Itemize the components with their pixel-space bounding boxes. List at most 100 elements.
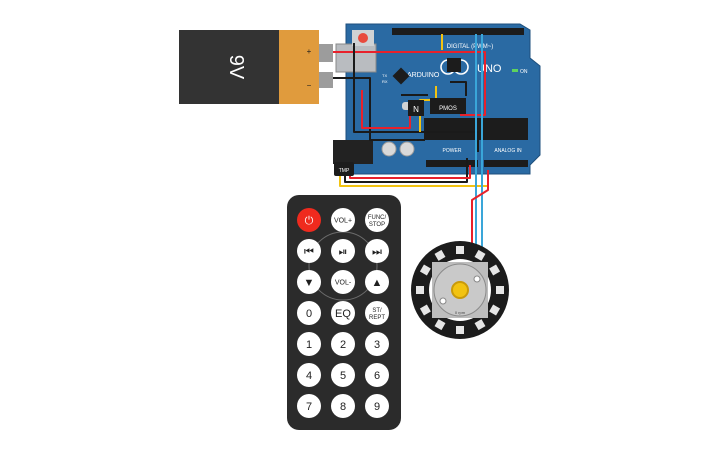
battery-body: [179, 30, 279, 104]
remote-button-label: 1: [306, 339, 312, 351]
ir-remote[interactable]: ⏻ VOL+ FUNC/STOP ⏮ ⏯ ⏭ ▼ VOL- ▲ 0 EQ ST/REPT 1 2 3 4 5 6 7…: [287, 195, 401, 430]
ring-led: [434, 249, 446, 261]
remote-button-circle: [365, 363, 389, 387]
wire-red-motor[interactable]: [471, 170, 489, 262]
ring-leds: [416, 246, 504, 334]
remote-button-st-rept[interactable]: ST/REPT: [365, 301, 389, 325]
ring-led: [489, 304, 501, 316]
remote-button-circle: [331, 239, 355, 263]
ring-led: [456, 326, 464, 334]
pmos-label: PMOS: [439, 106, 457, 112]
ring-led: [416, 286, 424, 294]
remote-button-five[interactable]: 5: [331, 363, 355, 387]
reset-button[interactable]: [358, 33, 368, 43]
digital-header-pins: [392, 28, 524, 35]
remote-button-two[interactable]: 2: [331, 332, 355, 356]
on-led-label: ON: [520, 69, 528, 75]
remote-button-label: 7: [306, 401, 312, 413]
battery-terminal-minus: [319, 72, 333, 88]
remote-button-down[interactable]: ▼: [297, 270, 321, 294]
remote-button-circle: [297, 363, 321, 387]
pmos-transistor[interactable]: PMOS: [430, 98, 466, 114]
remote-button-circle: [297, 394, 321, 418]
remote-button-seven[interactable]: 7: [297, 394, 321, 418]
ring-led: [474, 319, 486, 331]
capacitor-1: [381, 141, 397, 157]
ring-led: [434, 319, 446, 331]
remote-button-label: 6: [374, 370, 380, 382]
tx-label: TX: [382, 73, 387, 78]
remote-button-label: 3: [374, 339, 380, 351]
remote-button-eight[interactable]: 8: [331, 394, 355, 418]
remote-button-circle: [365, 239, 389, 263]
remote-button-prev[interactable]: ⏮: [297, 239, 321, 263]
remote-button-nine[interactable]: 9: [365, 394, 389, 418]
wire-black-battery[interactable]: [333, 77, 425, 141]
remote-button-label: EQ: [335, 308, 351, 320]
dc-motor[interactable]: 0 rpm: [432, 262, 488, 318]
remote-button-label: 2: [340, 339, 346, 351]
remote-button-next[interactable]: ⏭: [365, 239, 389, 263]
battery-terminal-plus: [319, 44, 333, 62]
remote-button-one[interactable]: 1: [297, 332, 321, 356]
remote-button-label: REPT: [369, 315, 385, 321]
board-ic-small: [447, 58, 461, 72]
remote-button-eq[interactable]: EQ: [331, 301, 355, 325]
remote-button-circle: [365, 270, 389, 294]
remote-button-vol-down[interactable]: VOL-: [331, 270, 355, 294]
power-header-label: POWER: [443, 148, 462, 154]
motor-screw-1: [439, 297, 447, 305]
nmos-transistor[interactable]: N: [408, 100, 424, 116]
remote-button-label: VOL-: [335, 280, 352, 287]
remote-button-play-pause[interactable]: ⏯: [331, 239, 355, 263]
usb-connector: [335, 43, 377, 73]
remote-button-circle: [365, 332, 389, 356]
ring-led: [419, 264, 431, 276]
remote-button-three[interactable]: 3: [365, 332, 389, 356]
remote-button-vol-up[interactable]: VOL+: [331, 208, 355, 232]
remote-button-circle: [297, 239, 321, 263]
remote-button-label: ▼: [304, 277, 315, 289]
remote-button-circle: [331, 394, 355, 418]
remote-button-zero[interactable]: 0: [297, 301, 321, 325]
remote-button-circle: [331, 301, 355, 325]
power-jack: [333, 140, 373, 164]
capacitor-2: [399, 141, 415, 157]
wire-black-loop[interactable]: [353, 43, 479, 152]
temperature-sensor[interactable]: TMP: [334, 162, 354, 176]
wire-red-battery[interactable]: [333, 51, 486, 116]
sensor-label: TMP: [339, 168, 350, 174]
arduino-brand: ARDUINO: [407, 72, 440, 79]
battery-cap: [279, 30, 319, 104]
remote-button-up[interactable]: ▲: [365, 270, 389, 294]
ring-led: [489, 264, 501, 276]
remote-button-six[interactable]: 6: [365, 363, 389, 387]
wire-black-ic[interactable]: [450, 81, 467, 96]
remote-button-four[interactable]: 4: [297, 363, 321, 387]
motor-rpm-label: 0 rpm: [455, 310, 466, 315]
remote-button-label: ⏮: [304, 246, 314, 258]
ring-led: [496, 286, 504, 294]
remote-button-circle: [331, 270, 355, 294]
on-led: [512, 69, 518, 72]
remote-button-circle: [297, 270, 321, 294]
remote-button-label: ST/: [372, 308, 382, 314]
ring-led: [456, 246, 464, 254]
remote-button-label: 4: [306, 370, 312, 382]
remote-button-label: STOP: [369, 222, 385, 228]
ring-led: [419, 304, 431, 316]
power-header-pins: [426, 160, 478, 167]
rx-label: RX: [382, 79, 388, 84]
motor-shaft: [451, 281, 469, 299]
battery-9v[interactable]: 9V + −: [179, 30, 333, 104]
nmos-body: [408, 100, 424, 116]
remote-button-func-stop[interactable]: FUNC/STOP: [365, 208, 389, 232]
remote-buttons: ⏻ VOL+ FUNC/STOP ⏮ ⏯ ⏭ ▼ VOL- ▲ 0 EQ ST/REPT 1 2 3 4 5 6 7…: [297, 208, 389, 418]
remote-button-power[interactable]: ⏻: [297, 208, 321, 232]
remote-button-circle: [365, 301, 389, 325]
nmos-label: N: [413, 105, 419, 114]
remote-button-circle: [297, 301, 321, 325]
arduino-board[interactable]: DIGITAL (PWM~) ARDUINO UNO ON TX RX POWE…: [333, 23, 541, 175]
remote-button-circle: [365, 394, 389, 418]
